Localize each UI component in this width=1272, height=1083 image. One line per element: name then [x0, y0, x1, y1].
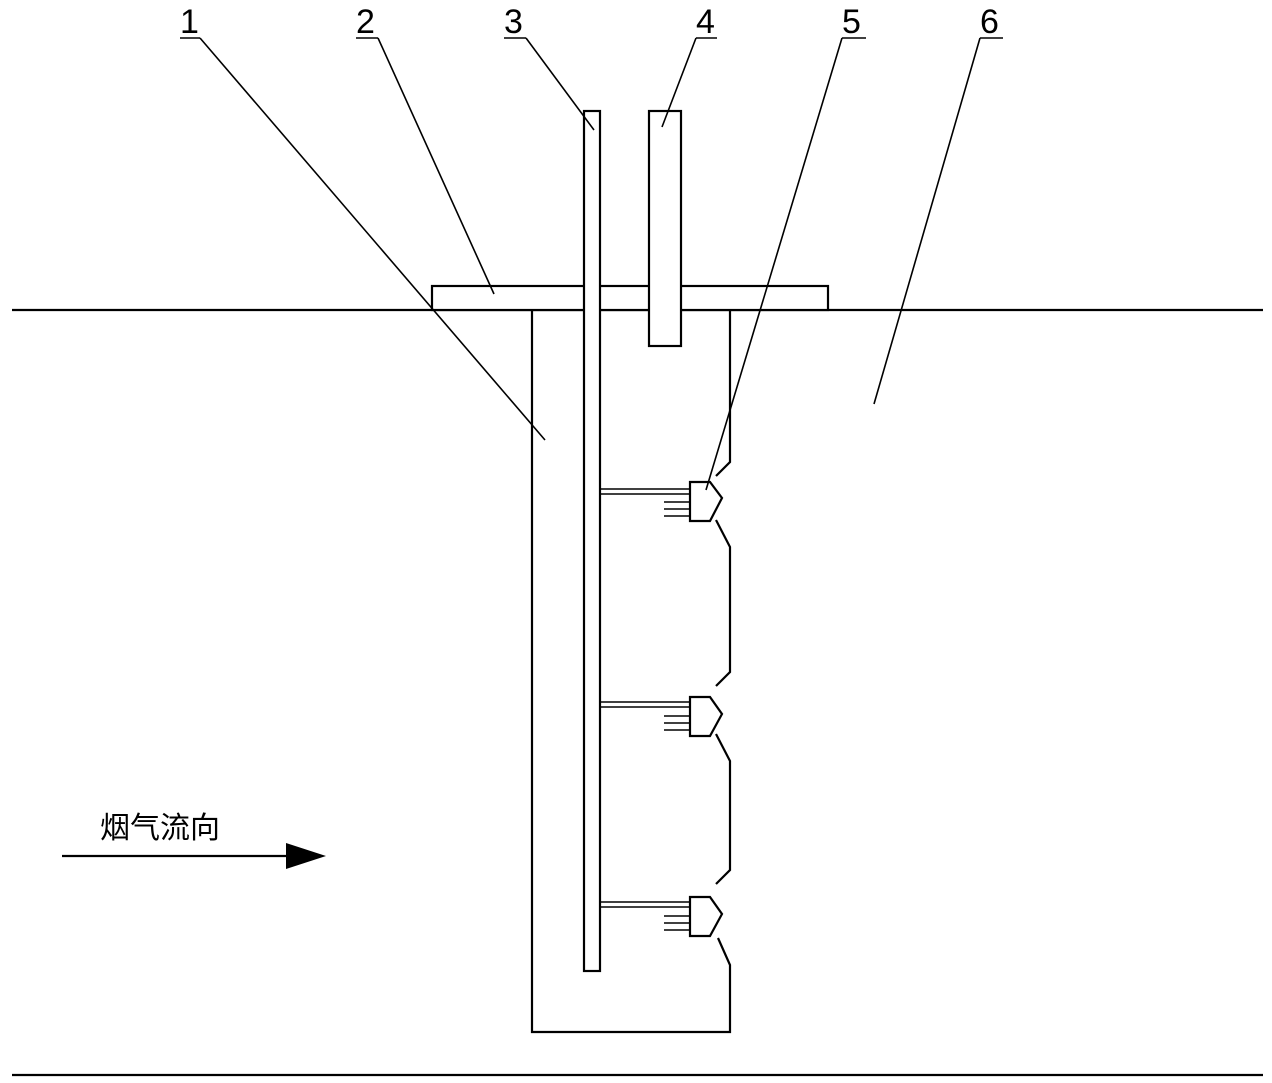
arrow-head-icon: [286, 843, 326, 869]
callout-2: 2: [356, 3, 495, 295]
casing-body: [530, 310, 732, 1034]
callout-6: 6: [873, 3, 1003, 405]
short-pipe: [647, 109, 683, 348]
flow-direction-label: 烟气流向: [100, 811, 220, 846]
nozzle-middle: [664, 695, 724, 738]
nozzle-upper: [664, 480, 724, 523]
label-part-2: 2: [356, 3, 375, 41]
flow-direction-arrow: 烟气流向: [62, 811, 326, 869]
label-part-6: 6: [980, 3, 999, 41]
label-part-5: 5: [842, 3, 861, 41]
nozzle-lower: [664, 895, 724, 938]
callout-1: 1: [180, 3, 546, 441]
callout-5: 5: [705, 3, 866, 491]
callout-4: 4: [661, 3, 717, 128]
callout-3: 3: [504, 3, 595, 131]
vertical-pipe: [582, 109, 602, 973]
label-part-3: 3: [504, 3, 523, 41]
label-part-1: 1: [180, 3, 199, 41]
label-part-4: 4: [696, 3, 715, 41]
branch-lines: [600, 488, 690, 908]
